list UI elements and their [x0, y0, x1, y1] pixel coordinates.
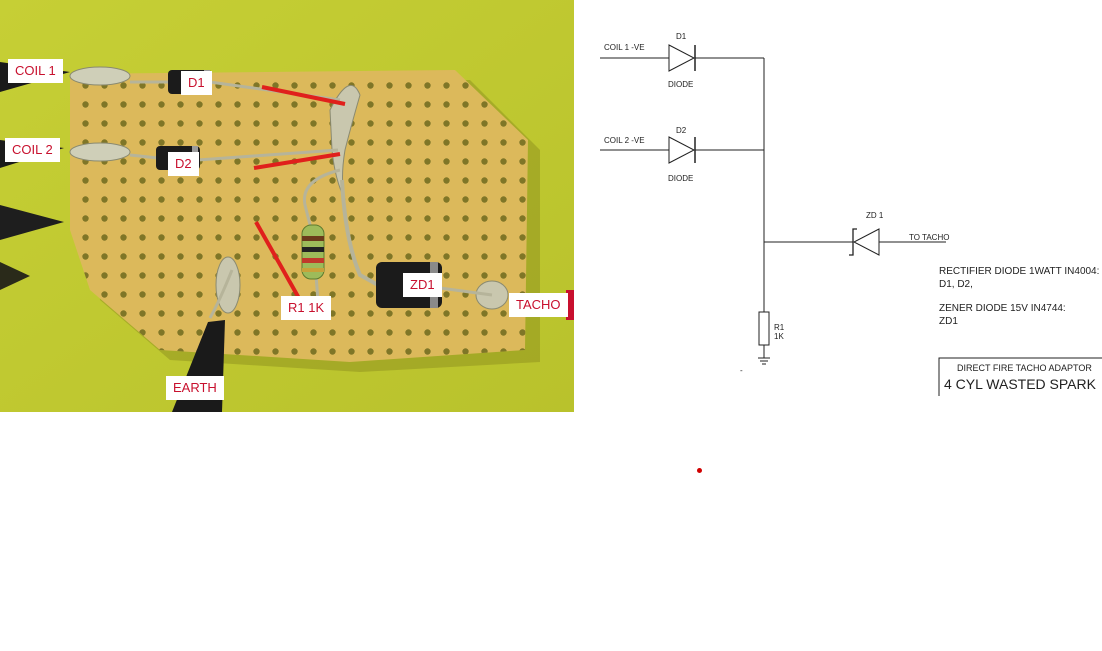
- d2-type: DIODE: [668, 174, 693, 183]
- zd1-ref: ZD 1: [866, 211, 884, 220]
- r1-value: 1K: [774, 332, 784, 341]
- note-zener-2: ZD1: [939, 316, 958, 327]
- d1-ref: D1: [676, 32, 687, 41]
- d2-ref: D2: [676, 126, 687, 135]
- red-dot: [697, 468, 702, 473]
- stray-mark: -: [740, 366, 743, 375]
- d2-input-label: COIL 2 -VE: [604, 136, 645, 145]
- title-block-title: 4 CYL WASTED SPARK: [944, 376, 1097, 392]
- title-block-subtitle: DIRECT FIRE TACHO ADAPTOR: [957, 363, 1092, 373]
- zd1-symbol: [852, 228, 880, 256]
- d1-type: DIODE: [668, 80, 693, 89]
- title-block-frame: [938, 357, 1102, 396]
- label-earth: EARTH: [166, 376, 224, 400]
- d1-input-label: COIL 1 -VE: [604, 43, 645, 52]
- pointer-line-d2: [253, 152, 341, 170]
- d2-symbol: [668, 136, 696, 164]
- zd1-output-label: TO TACHO: [909, 233, 949, 242]
- note-zener-1: ZENER DIODE 15V IN4744:: [939, 303, 1066, 314]
- note-rectifier-2: D1, D2,: [939, 279, 973, 290]
- r1-symbol: [758, 311, 770, 346]
- spare-wire: [0, 205, 64, 240]
- d1-symbol: [668, 44, 696, 72]
- label-coil1: COIL 1: [8, 59, 63, 83]
- label-coil2: COIL 2: [5, 138, 60, 162]
- label-zd1: ZD1: [403, 273, 442, 297]
- label-d1: D1: [181, 71, 212, 95]
- label-tacho: TACHO: [509, 293, 568, 317]
- note-rectifier-1: RECTIFIER DIODE 1WATT IN4004:: [939, 266, 1099, 277]
- pointer-line-r1: [254, 221, 302, 301]
- pointer-line-d1: [261, 85, 346, 106]
- label-r1: R1 1K: [281, 296, 332, 320]
- r1-ref: R1: [774, 323, 785, 332]
- circuit-photo: COIL 1 COIL 2 D1 D2 R1 1K ZD1 TACHO EART…: [0, 0, 574, 412]
- label-d2: D2: [168, 152, 199, 176]
